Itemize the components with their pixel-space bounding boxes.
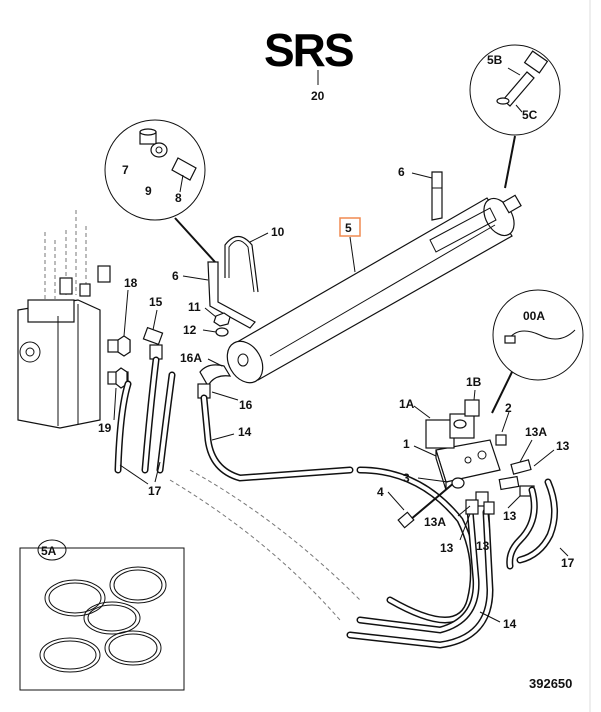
label-14-lower: 14 <box>503 617 517 631</box>
bracket-6-left <box>207 261 256 329</box>
label-3: 3 <box>403 471 410 485</box>
label-13-lower-mid: 13 <box>476 539 490 553</box>
label-7: 7 <box>122 163 129 177</box>
leader-10 <box>249 232 269 243</box>
label-19: 19 <box>98 421 112 435</box>
u-bolt-10 <box>224 235 259 293</box>
leader-13-upper <box>533 449 555 467</box>
pointer-7-8-9 <box>174 217 216 263</box>
leader-13-lower-left <box>459 513 471 541</box>
fitting-15 <box>142 326 164 360</box>
label-5: 5 <box>345 221 352 235</box>
hydraulic-cylinder <box>226 194 522 384</box>
inset-5A-seal-kit: 5A <box>19 539 185 691</box>
leader-4 <box>387 491 405 511</box>
leader-6-right <box>411 172 433 179</box>
leader-14-lower <box>479 611 501 623</box>
detail-circle-00A <box>492 289 584 381</box>
leader-14-upper <box>211 433 235 441</box>
leader-12 <box>202 329 217 333</box>
fitting-19 <box>107 367 129 389</box>
pointer-00A <box>491 371 513 414</box>
control-valve-block-left <box>17 210 111 429</box>
label-8: 8 <box>175 191 182 205</box>
leader-13A-upper <box>519 439 533 463</box>
detail-circle-5b-5c <box>469 44 561 136</box>
leader-13A-lower <box>457 505 471 517</box>
label-11: 11 <box>188 300 201 314</box>
label-16: 16 <box>239 398 253 412</box>
srs-logo: SRS <box>264 24 355 76</box>
fittings-13-right <box>465 459 535 515</box>
label-10: 10 <box>271 225 285 239</box>
leader-3 <box>417 477 449 483</box>
leader-1B <box>473 389 476 401</box>
leader-2 <box>501 411 510 433</box>
label-20: 20 <box>311 89 325 103</box>
label-17-right: 17 <box>561 556 575 570</box>
label-13A-lower: 13A <box>424 515 446 529</box>
leader-19 <box>113 387 117 421</box>
leader-18 <box>123 289 129 337</box>
label-5B: 5B <box>487 53 503 67</box>
label-6-right: 6 <box>398 165 405 179</box>
label-13A-upper: 13A <box>525 425 547 439</box>
label-18: 18 <box>124 276 138 290</box>
label-12: 12 <box>183 323 197 337</box>
label-16A: 16A <box>180 351 202 365</box>
highlight-box-5 <box>339 217 361 237</box>
dashed-route-2 <box>169 479 341 621</box>
leader-15 <box>152 309 158 331</box>
label-1: 1 <box>403 437 410 451</box>
label-6-left: 6 <box>172 269 179 283</box>
srs-logo-text: SRS <box>264 24 353 76</box>
leader-17-right <box>559 547 569 557</box>
label-9: 9 <box>145 184 152 198</box>
leader-11 <box>204 307 217 318</box>
label-1A: 1A <box>399 397 415 411</box>
fitting-18 <box>107 335 131 357</box>
label-1B: 1B <box>466 375 482 389</box>
leader-17-a <box>119 464 149 485</box>
nut-11-12 <box>213 312 231 337</box>
leader-13-lower-right <box>507 495 521 509</box>
leader-16A <box>207 358 223 367</box>
drawing-reference-number: 392650 <box>529 676 572 691</box>
hose-14-upper <box>200 394 354 482</box>
label-00A: 00A <box>523 309 545 323</box>
dashed-route-1 <box>189 469 361 601</box>
leader-17-b <box>154 461 161 483</box>
leader-6-left <box>182 275 209 281</box>
label-5C: 5C <box>522 108 538 122</box>
leader-1A <box>413 405 431 419</box>
label-5A: 5A <box>41 544 57 558</box>
leader-5 <box>349 236 356 273</box>
pointer-5b <box>504 135 516 189</box>
solenoid-valve-assembly <box>397 399 507 529</box>
bracket-6-right <box>431 171 443 221</box>
label-13-lower-right: 13 <box>503 509 517 523</box>
leader-16 <box>211 391 239 401</box>
label-15: 15 <box>149 295 163 309</box>
label-14-upper: 14 <box>238 425 252 439</box>
label-13-upper: 13 <box>556 439 570 453</box>
leader-1 <box>413 445 437 457</box>
elbow-16A <box>197 364 232 399</box>
label-4: 4 <box>377 485 384 499</box>
label-2: 2 <box>505 401 512 415</box>
label-17-left: 17 <box>148 484 162 498</box>
detail-circle-7-8-9 <box>104 119 206 221</box>
leader-13-lower-mid <box>487 513 491 534</box>
label-13-lower-left: 13 <box>440 541 454 555</box>
